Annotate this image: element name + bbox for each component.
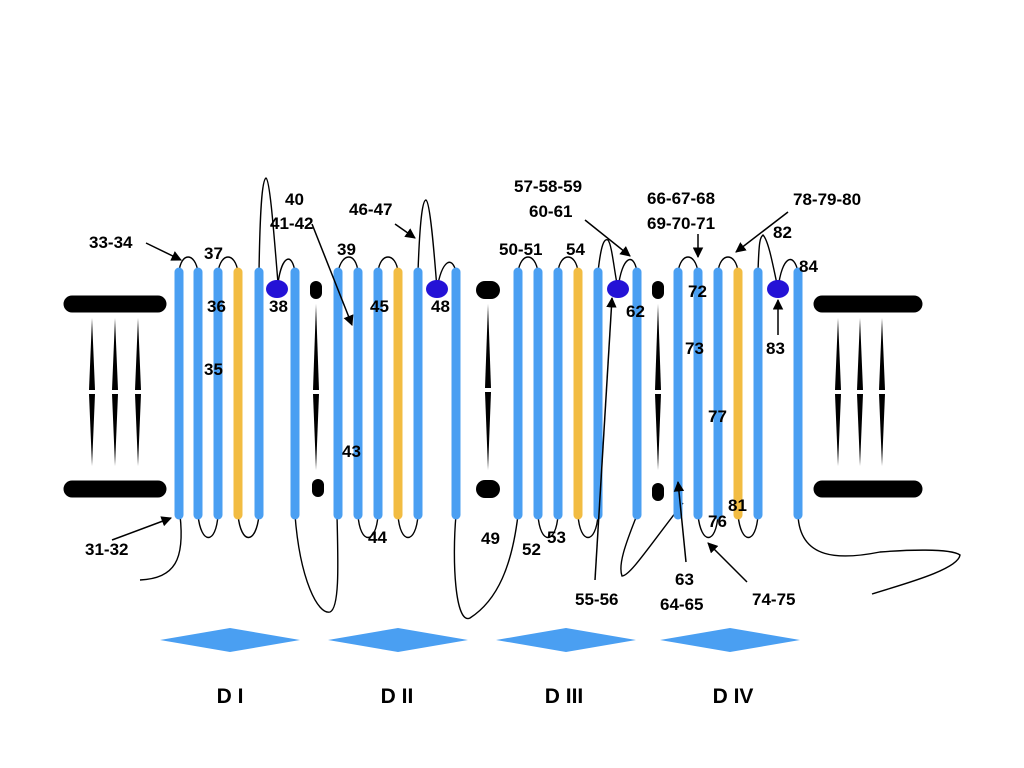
label-37: 37: [204, 244, 223, 263]
helices-domain-1: [174, 267, 300, 520]
label-45: 45: [370, 297, 389, 316]
label-62: 62: [626, 302, 645, 321]
label-31-32: 31-32: [85, 540, 128, 559]
label-55-56: 55-56: [575, 590, 618, 609]
label-33-34: 33-34: [89, 233, 133, 252]
label-83: 83: [766, 339, 785, 358]
label-78-79-80: 78-79-80: [793, 190, 861, 209]
helices-domain-4: [673, 267, 803, 520]
label-82: 82: [773, 223, 792, 242]
label-77: 77: [708, 407, 727, 426]
lipid-tails-left: [89, 318, 141, 466]
residue-labels: 31-32 33-34 35 36 37 38 39 40 41-42 43 4…: [85, 177, 861, 614]
interdomain-lipids: [310, 281, 664, 501]
label-39: 39: [337, 240, 356, 259]
pore-dot-d4: [767, 280, 789, 298]
label-63: 63: [675, 570, 694, 589]
label-40: 40: [285, 190, 304, 209]
domain-labels: D I D II D III D IV: [217, 685, 754, 708]
label-60-61: 60-61: [529, 202, 572, 221]
domain-marker-d2: [328, 628, 468, 652]
label-48: 48: [431, 297, 450, 316]
label-53: 53: [547, 528, 566, 547]
label-72: 72: [688, 282, 707, 301]
membrane-right: [813, 295, 923, 498]
label-84: 84: [799, 257, 818, 276]
membrane-left: [63, 295, 167, 498]
pore-dot-d3: [607, 280, 629, 298]
label-38: 38: [269, 297, 288, 316]
helices-domain-3: [513, 267, 642, 520]
domain-marker-d3: [496, 628, 636, 652]
label-81: 81: [728, 496, 747, 515]
domain-label-d4: D IV: [713, 685, 754, 708]
label-41-42: 41-42: [270, 214, 313, 233]
domain-label-d1: D I: [217, 685, 244, 708]
label-69-70-71: 69-70-71: [647, 214, 715, 233]
label-50-51: 50-51: [499, 240, 542, 259]
pore-dot-d1: [266, 280, 288, 298]
label-64-65: 64-65: [660, 595, 703, 614]
domain-marker-d4: [660, 628, 800, 652]
domain-marker-d1: [160, 628, 300, 652]
pore-dot-d2: [426, 280, 448, 298]
label-35: 35: [204, 360, 223, 379]
domain-label-d2: D II: [381, 685, 414, 708]
label-74-75: 74-75: [752, 590, 795, 609]
lipid-tails-right: [835, 318, 885, 466]
label-76: 76: [708, 512, 727, 531]
label-43: 43: [342, 442, 361, 461]
label-44: 44: [368, 528, 387, 547]
label-73: 73: [685, 339, 704, 358]
domain-markers: [160, 628, 800, 652]
label-66-67-68: 66-67-68: [647, 189, 715, 208]
label-49: 49: [481, 529, 500, 548]
label-46-47: 46-47: [349, 200, 392, 219]
label-36: 36: [207, 297, 226, 316]
pore-dots: [266, 280, 789, 298]
annotation-arrows: [111, 211, 789, 583]
label-57-58-59: 57-58-59: [514, 177, 582, 196]
domain-label-d3: D III: [545, 685, 584, 708]
label-52: 52: [522, 540, 541, 559]
label-54: 54: [566, 240, 585, 259]
helices-domain-2: [333, 267, 461, 520]
